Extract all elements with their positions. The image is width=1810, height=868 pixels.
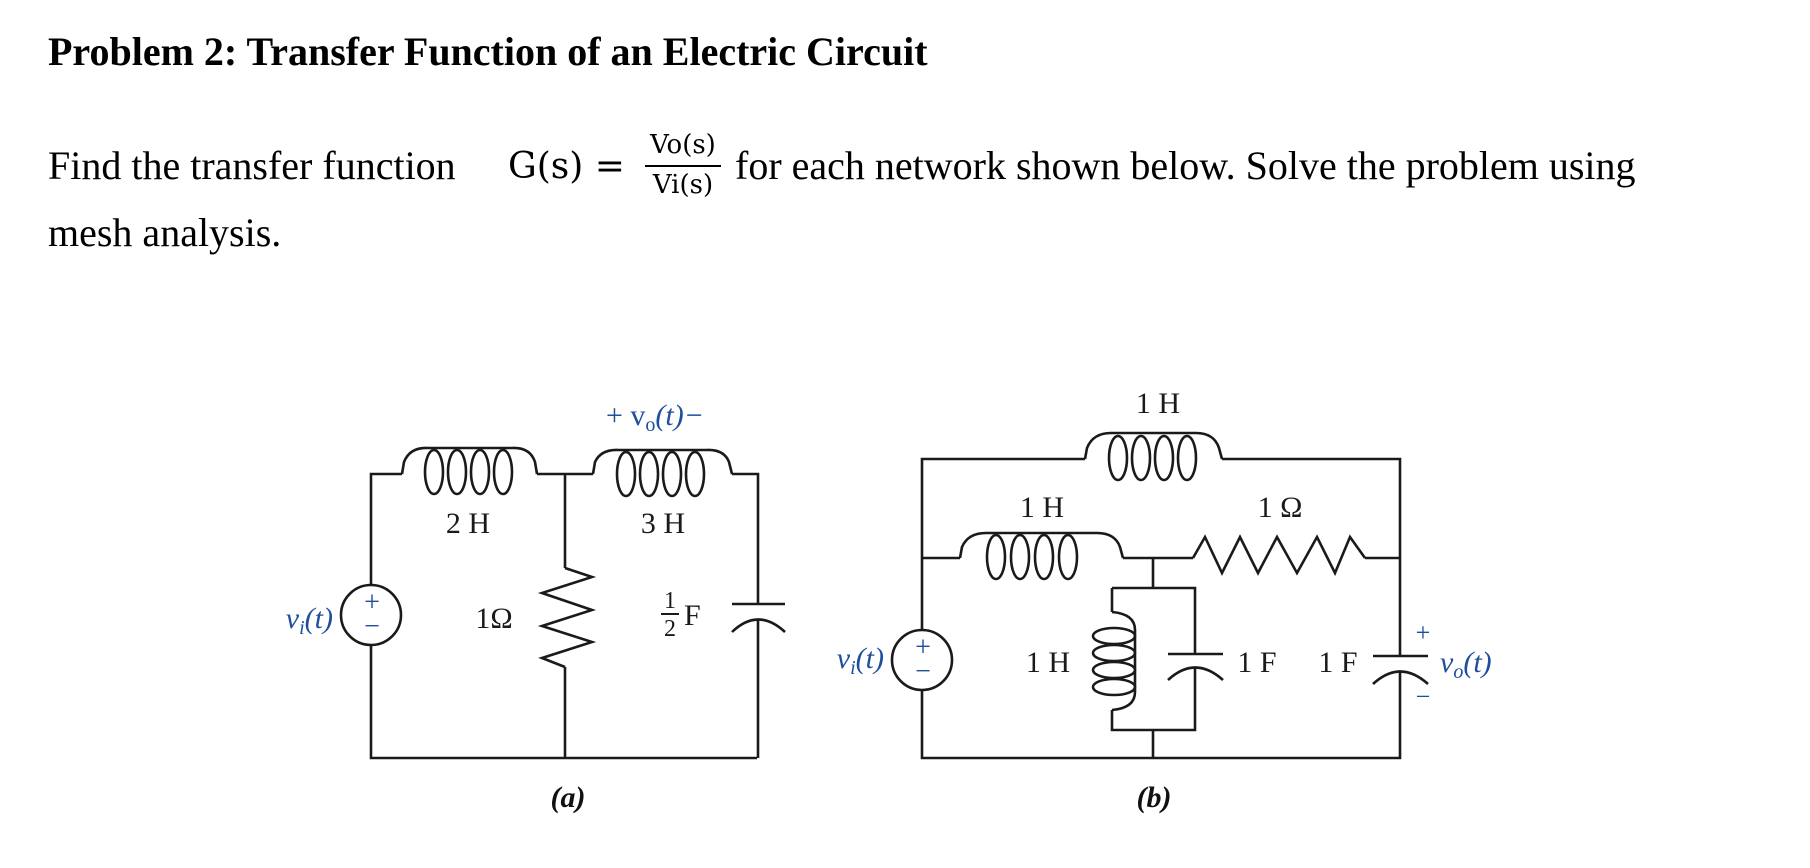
instruction-suffix: for each network shown below. Solve the … (735, 143, 1636, 188)
circuit-a-capacitor (731, 602, 786, 633)
circuit-b-source-label: vi(t) (837, 642, 884, 679)
circuit-a-caption: (a) (551, 781, 586, 814)
circuit-a-source-label: vi(t) (286, 602, 333, 639)
output-tail: (t)− (655, 399, 704, 432)
circuit-a-inductor-3h-label: 3 H (641, 507, 685, 540)
circuit-b-output-plus: + (1416, 618, 1431, 647)
source-tail: (t) (305, 602, 333, 635)
source-tail: (t) (856, 642, 884, 675)
fraction-bar (645, 165, 721, 167)
instruction-line-2: mesh analysis. (48, 210, 282, 255)
circuit-b-source-minus: − (915, 656, 931, 687)
circuit-b-middle-inductor-label: 1 H (1020, 491, 1064, 524)
output-tail: (t) (1463, 646, 1491, 679)
circuit-a-inductor-2h (400, 446, 539, 496)
circuit-b-shunt-inductor (1091, 610, 1137, 712)
fraction-numerator: Vo(s) (650, 130, 716, 160)
circuit-b-shunt-capacitor (1167, 652, 1224, 681)
circuit-a-inductor-2h-label: 2 H (446, 507, 490, 540)
circuit-a-source-plus: + (364, 587, 380, 618)
circuit-b-output-capacitor (1372, 654, 1429, 685)
circuit-a-resistor (537, 566, 597, 669)
circuit-a-source-minus: − (364, 611, 380, 642)
circuit-b-middle-inductor (958, 531, 1125, 581)
circuit-b-wires (920, 457, 1402, 760)
circuit-b-resistor-label: 1 Ω (1258, 491, 1303, 524)
circuit-a-capacitor-num: 1 (664, 588, 676, 614)
circuit-b-caption: (b) (1137, 781, 1172, 814)
circuit-a-inductor-3h (591, 448, 734, 498)
circuit-a-labels: + − vi(t) + vo(t)− 2 H 3 H 1Ω 1 2 F (a) (286, 399, 704, 814)
source-subscript: i (850, 657, 856, 679)
circuit-a-capacitor-unit: F (684, 599, 701, 632)
circuit-b-resistor (1191, 534, 1367, 577)
transfer-function-fraction: Vo(s) Vi(s) (643, 130, 723, 202)
circuit-a-wires (369, 472, 760, 760)
circuit-b-top-inductor (1083, 431, 1224, 482)
source-v: v (837, 642, 851, 675)
problem-heading: Problem 2: Transfer Function of an Elect… (48, 29, 928, 74)
circuit-a-output-label: + vo(t)− (606, 399, 704, 436)
circuit-a-resistor-label: 1Ω (475, 602, 512, 635)
fraction-denominator: Vi(s) (652, 170, 714, 200)
circuit-a-capacitor-den: 2 (664, 616, 676, 642)
circuit-b-shunt-capacitor-label: 1 F (1237, 646, 1276, 679)
source-subscript: i (299, 617, 305, 639)
circuit-b-output-minus: − (1416, 682, 1431, 711)
circuit-b-top-inductor-label: 1 H (1136, 387, 1180, 420)
output-v: v (1440, 646, 1454, 679)
circuit-b-output-label: vo(t) (1440, 646, 1492, 683)
circuit-b-output-capacitor-label: 1 F (1318, 646, 1357, 679)
circuit-a-voltage-source (339, 583, 403, 647)
circuit-b-shunt-inductor-label: 1 H (1026, 646, 1070, 679)
output-v: + v (606, 399, 645, 432)
output-subscript: o (645, 414, 655, 436)
instruction-prefix: Find the transfer function (48, 143, 456, 188)
circuit-b-labels: + − vi(t) 1 H 1 H 1 Ω 1 H 1 F 1 F + − vo… (837, 387, 1492, 814)
transfer-function-lhs: G(s) = (508, 146, 637, 187)
instruction-line-1: Find the transfer function (48, 142, 456, 190)
circuit-b-voltage-source (890, 628, 954, 692)
circuit-b-source-plus: + (915, 632, 931, 663)
output-subscript: o (1453, 661, 1463, 683)
source-v: v (286, 602, 300, 635)
